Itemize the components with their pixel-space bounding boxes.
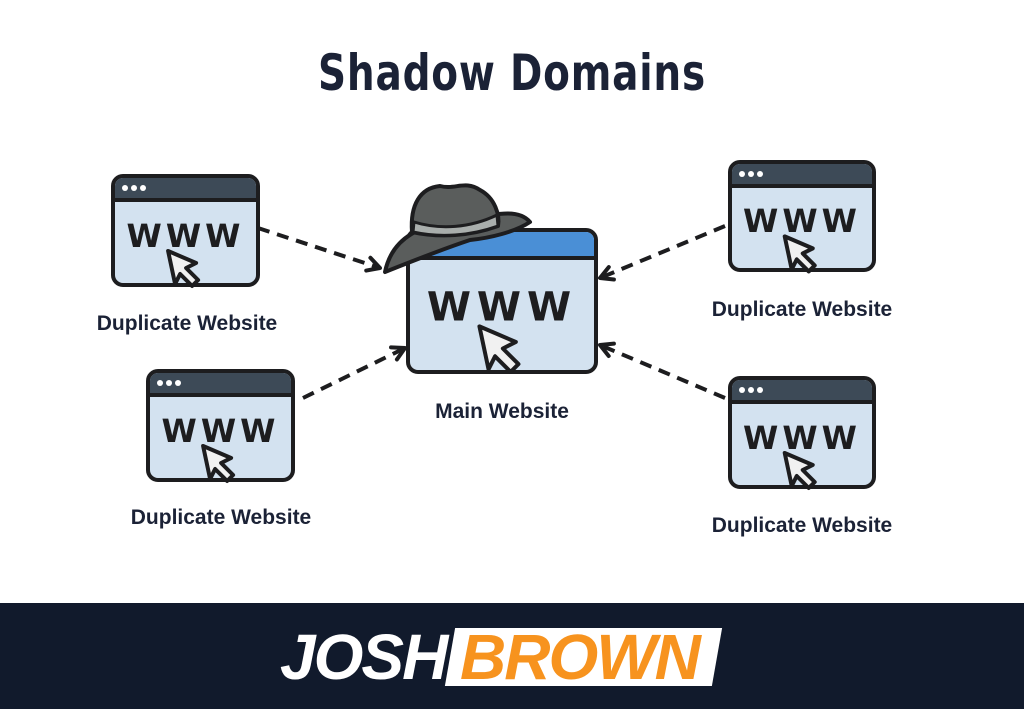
dashed-arrow-3	[598, 224, 726, 282]
window-dot-icon	[175, 380, 181, 386]
browser-window	[728, 160, 876, 272]
window-dot-icon	[166, 380, 172, 386]
main-website-label: Main Website	[435, 400, 569, 423]
dashed-arrow-2	[302, 345, 407, 400]
arrowhead-icon	[389, 345, 407, 362]
browser-header-bar	[732, 164, 872, 186]
browser-header-bar	[732, 380, 872, 402]
www-text: WWW	[743, 202, 861, 240]
www-text: WWW	[162, 412, 280, 450]
duplicate-website-3: WWW	[728, 160, 876, 274]
cursor-icon	[201, 444, 236, 483]
duplicate-website-label-2: Duplicate Website	[130, 506, 312, 529]
cursor-icon	[782, 234, 817, 274]
footer: JOSH BROWN	[0, 603, 1024, 709]
cursor-icon	[477, 324, 521, 374]
main-website: WWW	[383, 183, 598, 374]
window-dot-icon	[140, 185, 146, 191]
duplicate-website-1: WWW	[111, 174, 260, 288]
www-text: WWW	[127, 217, 245, 255]
hat-icon	[383, 183, 532, 274]
diagram: WWW WWW WWW WWW WWW	[111, 160, 876, 490]
window-dot-icon	[748, 387, 754, 393]
arrowhead-icon	[598, 341, 616, 358]
window-dot-icon	[739, 387, 745, 393]
browser-header-bar	[150, 373, 291, 395]
duplicate-website-2: WWW	[146, 369, 295, 483]
page-title: Shadow Domains	[318, 44, 706, 102]
window-dot-icon	[122, 185, 128, 191]
window-dot-icon	[757, 171, 763, 177]
logo-text-josh: JOSH	[280, 621, 448, 693]
duplicate-website-4: WWW	[728, 376, 876, 490]
cursor-icon	[166, 249, 201, 288]
browser-window	[728, 376, 876, 489]
duplicate-website-label-3: Duplicate Website	[711, 298, 893, 321]
browser-window	[146, 369, 295, 482]
window-dot-icon	[157, 380, 163, 386]
window-dot-icon	[739, 171, 745, 177]
arrowhead-icon	[364, 255, 382, 273]
dashed-arrow-1	[257, 226, 382, 273]
window-dot-icon	[748, 171, 754, 177]
browser-window	[111, 174, 260, 287]
arrowhead-icon	[598, 265, 616, 282]
window-dot-icon	[131, 185, 137, 191]
duplicate-website-label-1: Duplicate Website	[96, 312, 278, 335]
logo-text-brown: BROWN	[460, 621, 700, 693]
cursor-icon	[782, 451, 817, 490]
browser-header-bar	[115, 178, 256, 200]
www-text: WWW	[427, 285, 577, 331]
window-dot-icon	[757, 387, 763, 393]
josh-brown-logo: JOSH BROWN	[280, 621, 723, 693]
logo-text-brown-box: BROWN	[445, 621, 723, 693]
www-text: WWW	[743, 419, 861, 457]
dashed-arrow-4	[598, 341, 726, 400]
duplicate-website-label-4: Duplicate Website	[711, 514, 893, 537]
